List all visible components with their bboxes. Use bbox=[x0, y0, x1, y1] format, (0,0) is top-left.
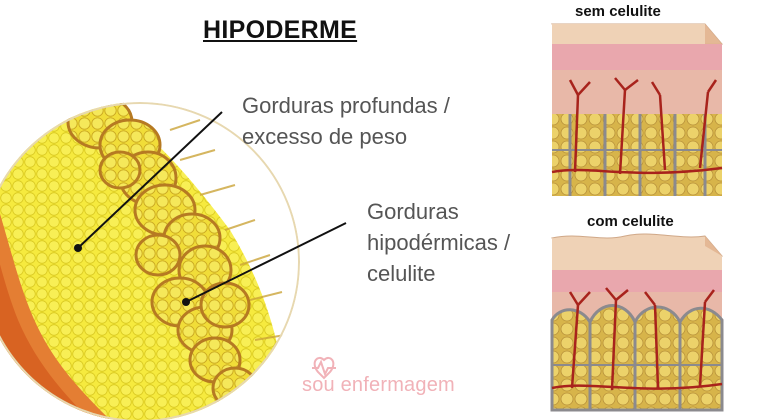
fat-tissue-circle bbox=[0, 102, 300, 420]
heart-logo-icon bbox=[312, 356, 336, 380]
deep-fat-label-line-2: excesso de peso bbox=[242, 124, 408, 149]
pointer-subcutaneous-fat bbox=[182, 222, 347, 306]
fat-lobules bbox=[66, 102, 259, 410]
page-title: HIPODERME bbox=[203, 16, 358, 44]
watermark-text: sou enfermagem bbox=[302, 374, 455, 396]
caption-with-cellulite: com celulite bbox=[587, 213, 674, 230]
subcutaneous-fat-label-line-2: hipodérmicas / bbox=[367, 230, 511, 255]
pointer-deep-fat bbox=[74, 111, 223, 252]
subcutaneous-fat-label-line-3: celulite bbox=[367, 261, 436, 286]
deep-fat-label-line-1: Gorduras profundas / bbox=[242, 93, 450, 118]
skin-block-without-cellulite bbox=[550, 23, 724, 196]
skin-block-with-cellulite bbox=[550, 233, 724, 412]
caption-without-cellulite: sem celulite bbox=[575, 3, 661, 20]
subcutaneous-fat-label-line-1: Gorduras bbox=[367, 199, 459, 224]
